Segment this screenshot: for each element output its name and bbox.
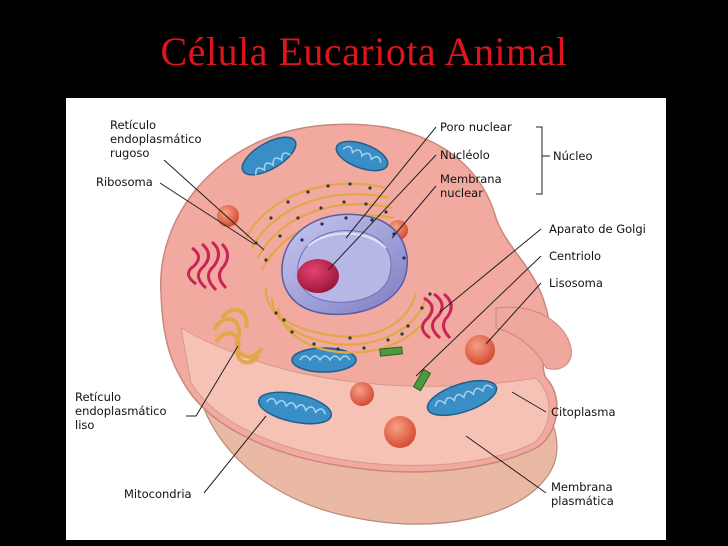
cell-illustration (159, 123, 572, 525)
label-reticulo-liso: Retículo endoplasmático liso (75, 390, 167, 432)
cell-lobe (495, 306, 572, 370)
slide-title: Célula Eucariota Animal (160, 29, 568, 74)
lysosome-5 (384, 416, 416, 448)
mitochondrion-1 (241, 136, 297, 176)
mitochondrion-5 (426, 379, 498, 417)
nucleolus (297, 259, 339, 293)
ribosome-dots (254, 182, 432, 351)
label-aparato-golgi: Aparato de Golgi (549, 222, 646, 236)
label-centriolo: Centriolo (549, 249, 602, 263)
golgi-left (187, 240, 229, 292)
rough-er (245, 182, 436, 354)
label-ribosoma: Ribosoma (96, 175, 153, 189)
nucleus (281, 213, 408, 316)
label-citoplasma: Citoplasma (551, 405, 616, 419)
mitochondrion-3 (291, 347, 357, 373)
label-nucleolo: Nucléolo (440, 148, 490, 162)
mitochondrion-4 (257, 391, 333, 425)
nuclear-pore-dots (300, 216, 406, 260)
centriole (379, 346, 432, 392)
mitochondrion-2 (335, 140, 389, 172)
label-poro-nuclear: Poro nuclear (440, 120, 512, 134)
golgi-right (421, 292, 453, 340)
lysosome-1 (217, 205, 239, 227)
lysosome-4 (350, 382, 374, 406)
label-membrana-nuclear: Membrana nuclear (440, 172, 502, 200)
label-mitocondria: Mitocondria (124, 487, 192, 501)
diagram-panel: Retículo endoplasmático rugoso Ribosoma … (66, 98, 666, 540)
label-nucleo: Núcleo (553, 149, 593, 163)
label-lisosoma: Lisosoma (549, 276, 603, 290)
label-reticulo-rugoso: Retículo endoplasmático rugoso (110, 118, 202, 160)
smooth-er (212, 307, 264, 365)
leader-lines (159, 126, 550, 494)
label-membrana-plasmatica: Membrana plasmática (551, 480, 614, 508)
